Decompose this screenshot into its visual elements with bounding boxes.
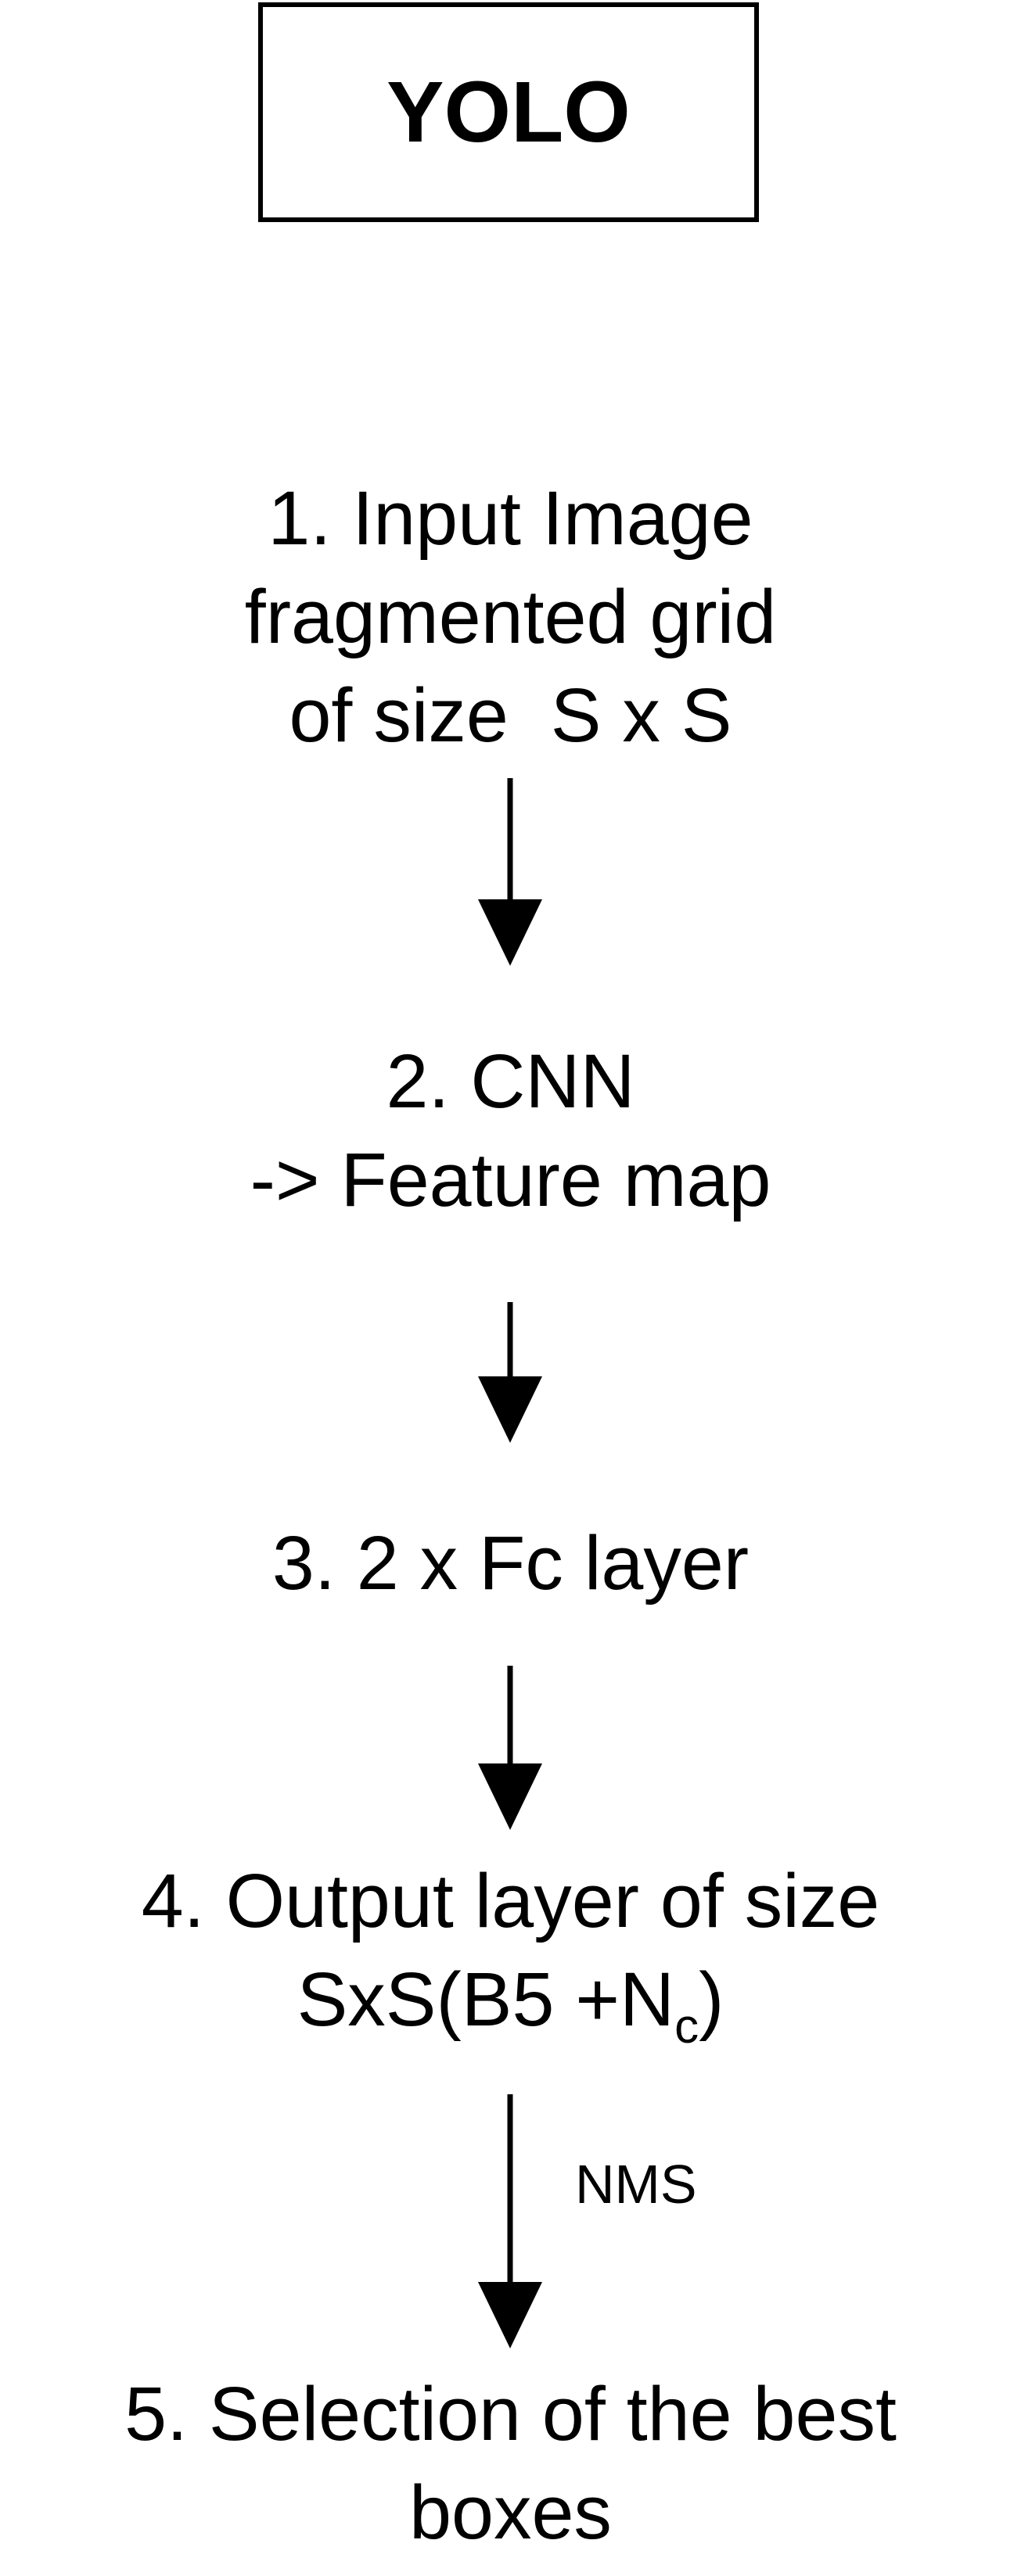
nms-edge-label: NMS: [575, 2154, 697, 2215]
diagram-title: YOLO: [386, 63, 631, 160]
step-2-node: 2. CNN -> Feature map: [0, 1032, 1021, 1229]
step-2-line-2: -> Feature map: [250, 1137, 771, 1222]
arrow-2-3: [478, 1302, 542, 1443]
arrow-1-2: [478, 778, 542, 966]
step-4-line-2-subscript: c: [674, 2000, 699, 2054]
arrow-4-5: [478, 2094, 542, 2348]
step-4-line-2-end: ): [699, 1957, 724, 2042]
step-1-line-3: of size S x S: [289, 673, 732, 758]
step-4-line-2-main: SxS(B5 +N: [297, 1957, 675, 2042]
step-4-node: 4. Output layer of size SxS(B5 +Nc): [0, 1852, 1021, 2051]
step-1-line-1: 1. Input Image: [268, 475, 753, 561]
arrow-3-4: [478, 1666, 542, 1830]
step-2-line-1: 2. CNN: [386, 1039, 635, 1124]
step-5-node: 5. Selection of the best boxes: [0, 2365, 1021, 2562]
step-5-line-1: 5. Selection of the best: [124, 2371, 897, 2456]
title-box: YOLO: [258, 2, 759, 222]
step-1-node: 1. Input Image fragmented grid of size S…: [0, 469, 1021, 765]
step-1-line-2: fragmented grid: [244, 574, 777, 659]
step-5-line-2: boxes: [409, 2470, 612, 2555]
step-4-line-2: SxS(B5 +Nc): [0, 1950, 1021, 2051]
step-4-line-1: 4. Output layer of size: [141, 1858, 880, 1943]
step-3-node: 3. 2 x Fc layer: [0, 1514, 1021, 1613]
step-3-line-1: 3. 2 x Fc layer: [271, 1520, 750, 1606]
